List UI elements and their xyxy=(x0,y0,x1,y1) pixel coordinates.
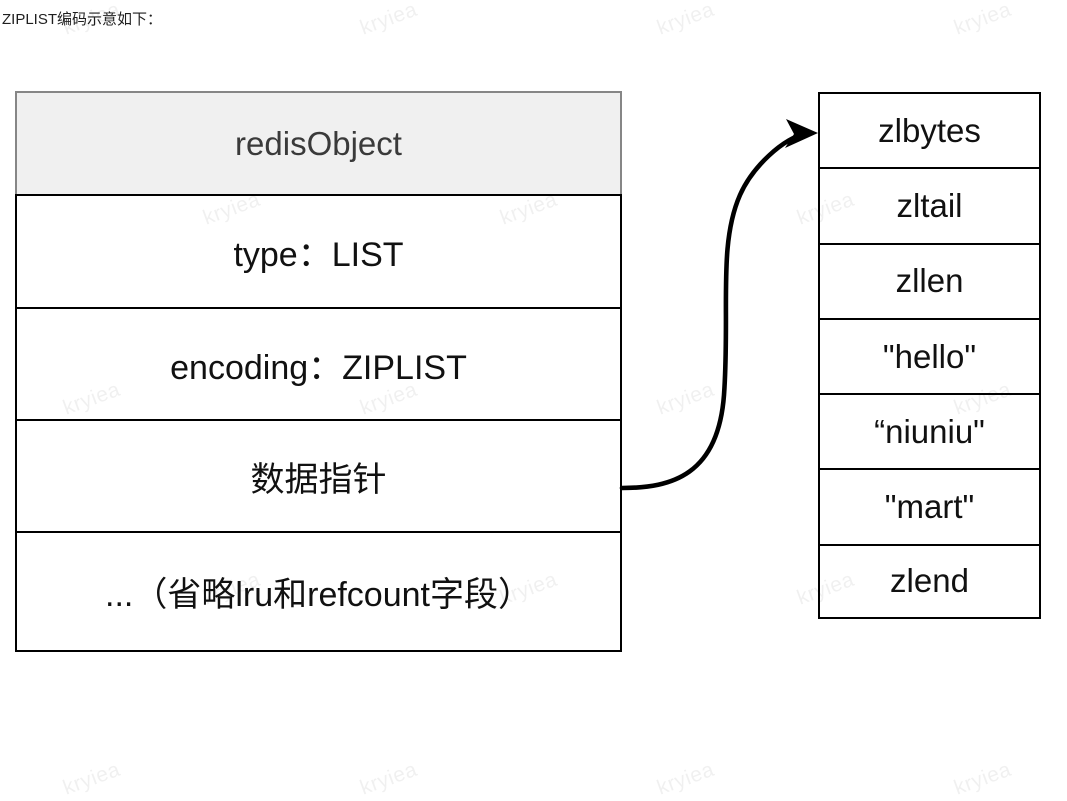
watermark-text: kryiea xyxy=(951,757,1015,800)
watermark-text: kryiea xyxy=(654,757,718,800)
ziplist-box: zlbytes zltail zllen "hello" “niuniu" "m… xyxy=(818,92,1041,620)
watermark-text: kryiea xyxy=(60,757,124,800)
redis-object-box: redisObject type：LIST encoding：ZIPLIST 数… xyxy=(15,91,622,652)
watermark-text: kryiea xyxy=(654,0,718,40)
watermark-text: kryiea xyxy=(951,0,1015,40)
redis-object-row-type: type：LIST xyxy=(15,194,622,307)
watermark-text: kryiea xyxy=(357,0,421,40)
ziplist-row-entry-hello: "hello" xyxy=(818,317,1041,394)
ziplist-row-zllen: zllen xyxy=(818,242,1041,318)
redis-object-row-omitted-fields: ...（省略lru和refcount字段） xyxy=(15,531,622,652)
watermark-text: kryiea xyxy=(357,757,421,800)
page-title: ZIPLIST编码示意如下： xyxy=(2,11,163,28)
ziplist-row-zltail: zltail xyxy=(818,167,1041,243)
watermark-text: kryiea xyxy=(654,377,718,420)
data-pointer-arrow-icon xyxy=(619,119,818,491)
redis-object-header-row: redisObject xyxy=(15,91,622,194)
ziplist-row-zlend: zlend xyxy=(818,543,1041,620)
ziplist-row-zlbytes: zlbytes xyxy=(818,92,1041,168)
ziplist-row-entry-niuniu: “niuniu" xyxy=(818,393,1041,469)
ziplist-row-entry-mart: "mart" xyxy=(818,468,1041,544)
redis-object-row-encoding: encoding：ZIPLIST xyxy=(15,307,622,419)
redis-object-row-data-pointer: 数据指针 xyxy=(15,419,622,531)
